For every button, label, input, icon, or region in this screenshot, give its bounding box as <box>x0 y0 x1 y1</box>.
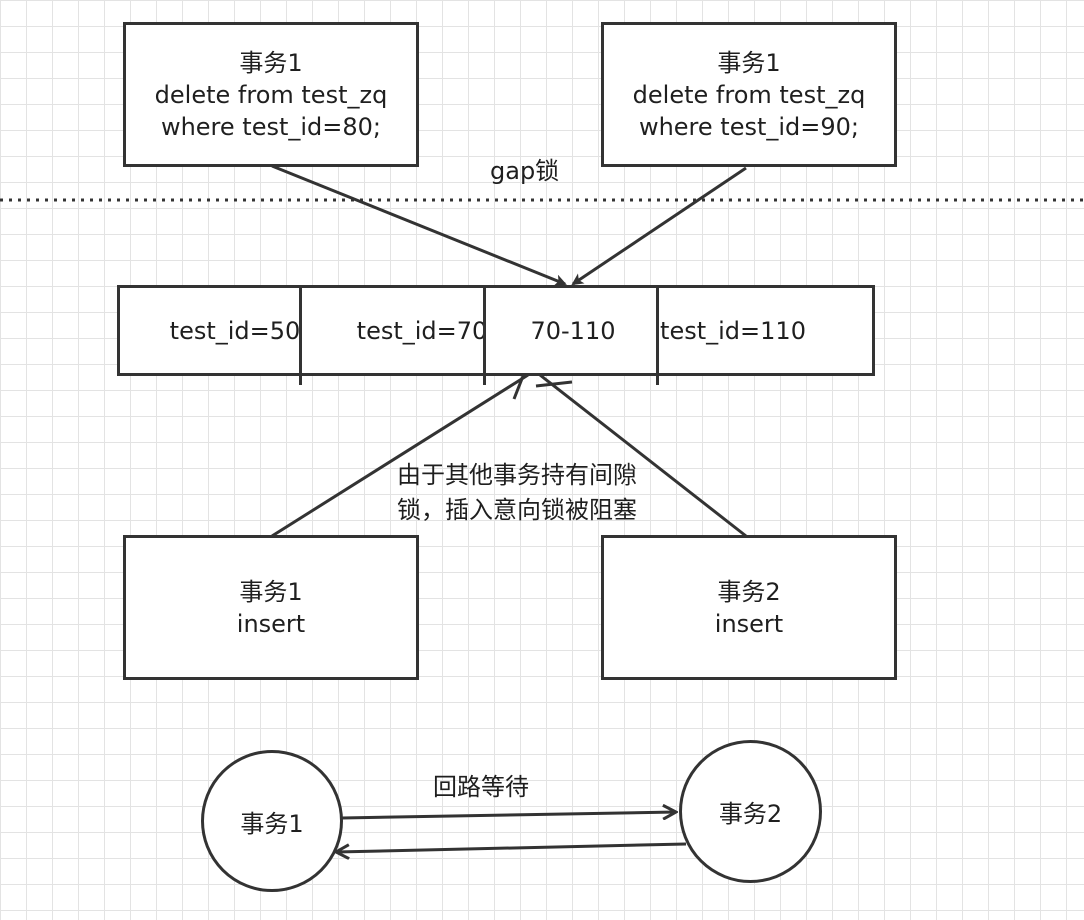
line-insert1-to-gap <box>271 373 529 538</box>
cycle-wait-label: 回路等待 <box>433 773 529 801</box>
sql-line: where test_id=80; <box>160 112 382 141</box>
arrow-txn1-to-gap <box>271 164 567 286</box>
blocked-note-line: 由于其他事务持有间隙 <box>397 461 637 489</box>
sql-line: where test_id=90; <box>638 112 860 141</box>
index-cell: test_id=50 <box>169 316 301 345</box>
cell-divider <box>483 285 486 385</box>
transaction-title: 事务1 <box>239 48 303 77</box>
sql-line: delete from test_zq <box>632 80 866 109</box>
blocked-tick-right <box>535 380 573 388</box>
arrow-txn1b-to-gap <box>571 166 747 286</box>
insert-transaction-box-2: 事务2 insert <box>601 535 897 680</box>
transaction-title: 事务1 <box>717 48 781 77</box>
blocked-note-line: 锁，插入意向锁被阻塞 <box>397 496 637 524</box>
transaction-title: 事务2 <box>717 577 781 606</box>
delete-transaction-box-90: 事务1 delete from test_zq where test_id=90… <box>601 22 897 167</box>
arrow-txn1-to-txn2 <box>341 812 676 818</box>
sql-line: delete from test_zq <box>154 80 388 109</box>
transaction-node-1: 事务1 <box>201 750 343 892</box>
transaction-action: insert <box>236 609 306 638</box>
transaction-title: 事务1 <box>239 577 303 606</box>
index-range-strip: test_id=50 test_id=70 70-110 test_id=110 <box>117 285 875 376</box>
cell-divider <box>299 285 302 385</box>
delete-transaction-box-80: 事务1 delete from test_zq where test_id=80… <box>123 22 419 167</box>
insert-transaction-box-1: 事务1 insert <box>123 535 419 680</box>
arrow-txn2-to-txn1 <box>336 842 687 852</box>
node-label: 事务1 <box>240 809 304 838</box>
index-cell: test_id=70 <box>356 316 488 345</box>
line-insert2-to-gap <box>539 373 747 538</box>
index-cell: test_id=110 <box>660 316 806 345</box>
transaction-node-2: 事务2 <box>679 740 822 883</box>
blocked-note: 由于其他事务持有间隙 锁，插入意向锁被阻塞 <box>397 458 637 528</box>
gap-lock-label: gap锁 <box>490 157 560 185</box>
node-label: 事务2 <box>718 800 783 828</box>
cell-divider <box>656 285 659 385</box>
gap-range-cell: 70-110 <box>530 316 616 345</box>
transaction-action: insert <box>714 609 784 638</box>
